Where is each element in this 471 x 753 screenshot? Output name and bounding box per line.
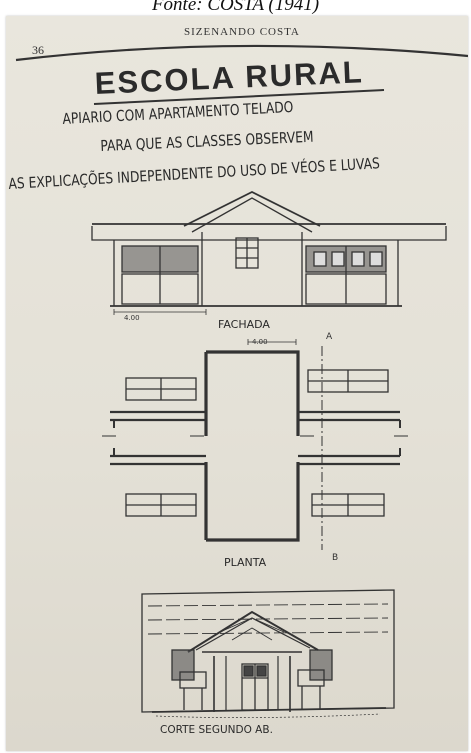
architectural-drawings — [15, 44, 468, 718]
page-number: 36 — [32, 43, 44, 57]
section-label: CORTE SEGUNDO AB. — [160, 724, 273, 736]
header-rule — [15, 44, 468, 62]
section-point-b: B — [332, 553, 339, 563]
section-point-a: A — [326, 332, 333, 342]
plan-drawing — [102, 339, 408, 550]
title-underline — [93, 89, 385, 105]
dimension-label: 4.00 — [252, 338, 268, 346]
running-head: SIZENANDO COSTA — [184, 26, 300, 38]
figure-caption: Fonte: COSTA (1941) — [151, 0, 320, 15]
section-drawing — [141, 589, 395, 718]
book-page: 36 SIZENANDO COSTA ESCOLA RURAL APIARIO … — [6, 16, 468, 751]
elevation-drawing — [91, 190, 447, 315]
plan-label: PLANTA — [224, 556, 267, 569]
dimension-label: 4.00 — [124, 314, 140, 322]
elevation-label: FACHADA — [218, 318, 270, 331]
